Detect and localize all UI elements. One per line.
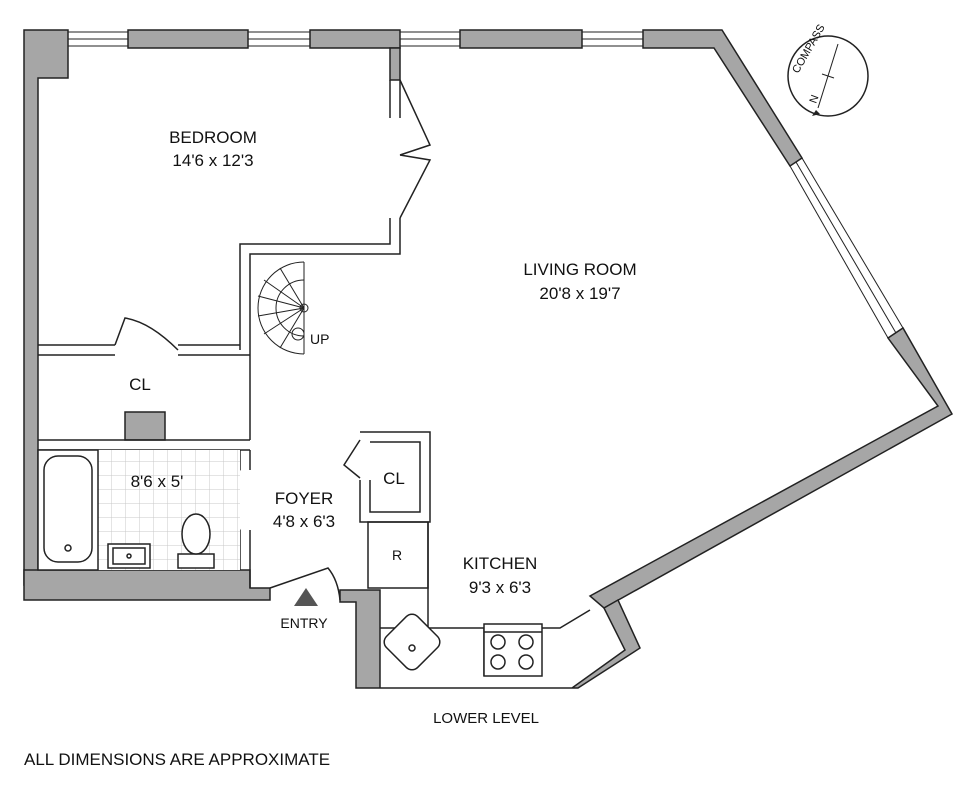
disclaimer: ALL DIMENSIONS ARE APPROXIMATE — [24, 750, 330, 769]
bedroom-dims: 14'6 x 12'3 — [172, 151, 253, 170]
entry-label: ENTRY — [280, 615, 328, 631]
living-room-name: LIVING ROOM — [523, 260, 636, 279]
bath-fixtures — [37, 449, 240, 571]
windows — [67, 31, 904, 339]
stair-up-label: UP — [310, 331, 329, 347]
refrigerator-label: R — [392, 547, 402, 563]
kitchen-dims: 9'3 x 6'3 — [469, 578, 531, 597]
entry-arrow-icon — [294, 588, 318, 606]
level-label: LOWER LEVEL — [433, 710, 539, 727]
bedroom-name: BEDROOM — [169, 128, 257, 147]
kitchen-fixtures — [383, 613, 543, 677]
bath-dims: 8'6 x 5' — [131, 472, 184, 491]
living-room-dims: 20'8 x 19'7 — [539, 284, 620, 303]
compass-north: N — [808, 93, 822, 105]
closet-left-label: CL — [129, 375, 151, 394]
foyer-dims: 4'8 x 6'3 — [273, 512, 335, 531]
kitchen-name: KITCHEN — [463, 554, 538, 573]
spiral-stair — [257, 261, 309, 355]
closet-foyer-label: CL — [383, 469, 405, 488]
compass-icon — [787, 35, 869, 117]
foyer-name: FOYER — [275, 489, 334, 508]
